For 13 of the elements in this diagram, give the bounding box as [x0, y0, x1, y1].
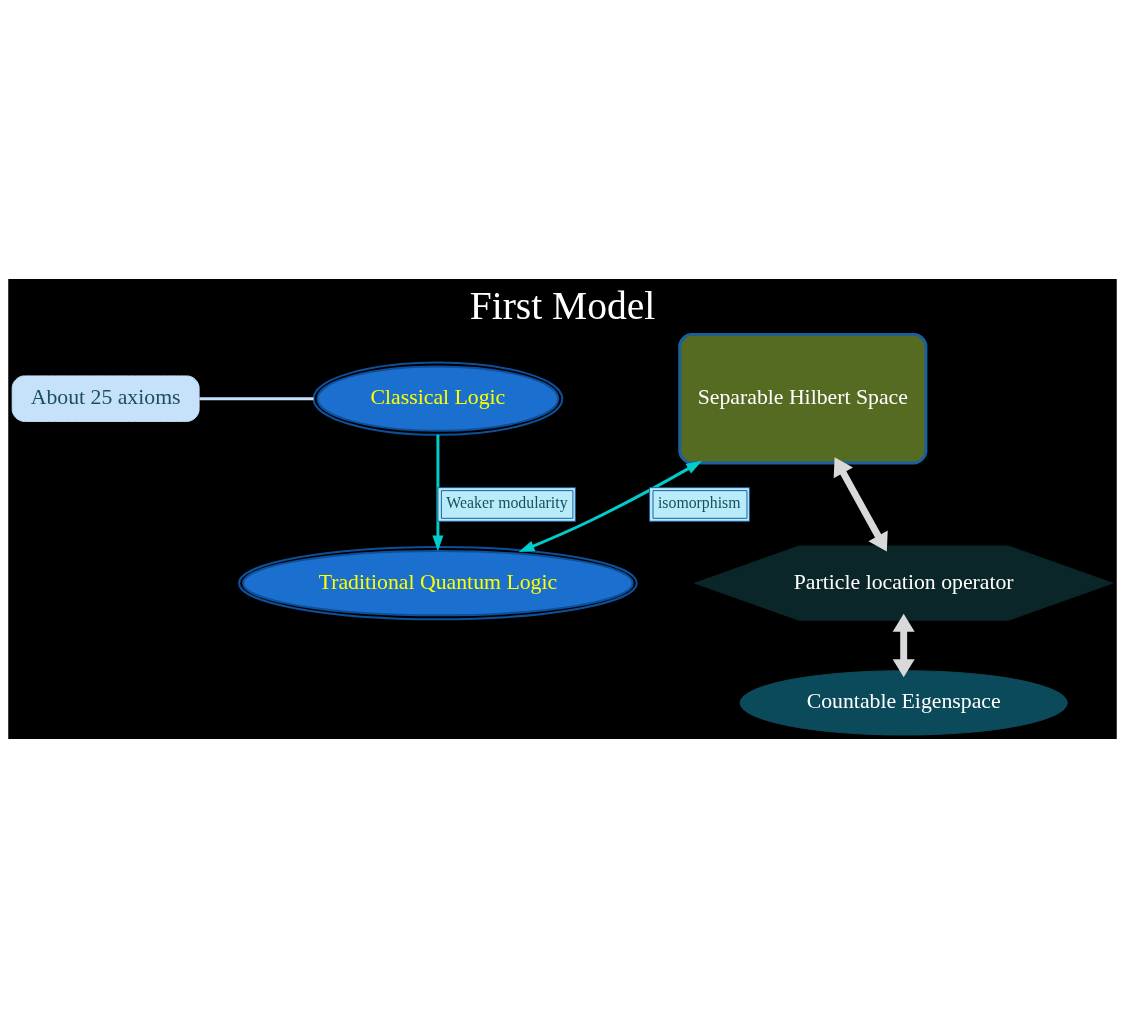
connector	[199, 396, 314, 400]
node-ellipse: Traditional Quantum Logic	[238, 545, 638, 620]
node-ellipse: Countable Eigenspace	[739, 669, 1068, 736]
edge-label: isomorphism	[657, 493, 741, 511]
arrow	[892, 613, 915, 677]
node-box: About 25 axioms	[11, 374, 200, 422]
node-ellipse: Classical Logic	[312, 361, 564, 436]
diagram-title: First Model	[469, 283, 656, 328]
arrow	[432, 434, 444, 551]
edge-label: Weaker modularity	[446, 493, 568, 511]
arrow	[518, 460, 703, 552]
node-box: Separable Hilbert Space	[678, 332, 928, 464]
arrow	[833, 456, 888, 552]
